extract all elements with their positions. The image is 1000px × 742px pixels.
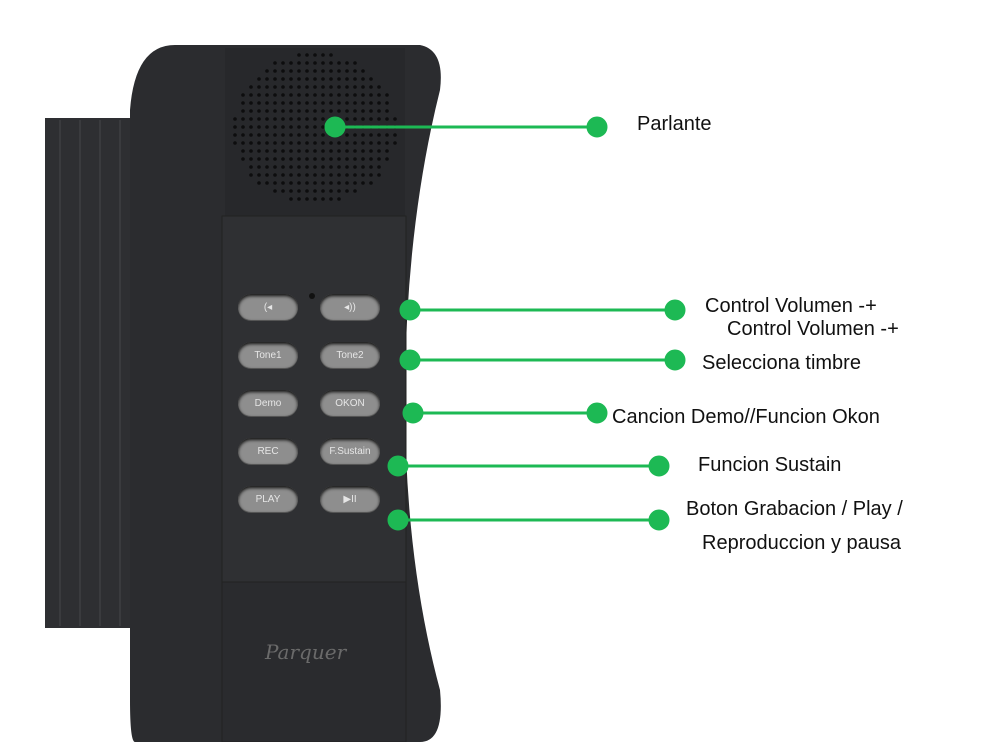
label-parlante: Parlante (637, 113, 712, 135)
label-volumen-2: Control Volumen -+ (727, 318, 899, 340)
label-sustain: Funcion Sustain (698, 454, 842, 476)
label-volumen: Control Volumen -+ (705, 295, 877, 317)
volume-up-button[interactable]: ◂)) (320, 294, 380, 320)
tone1-button[interactable]: Tone1 (238, 342, 298, 368)
label-demo: Cancion Demo//Funcion Okon (612, 406, 880, 428)
rec-button[interactable]: REC (238, 438, 298, 464)
brand-logo: Parquer (265, 640, 347, 664)
demo-button[interactable]: Demo (238, 390, 298, 416)
volume-down-button[interactable]: (◂ (238, 294, 298, 320)
speaker-grille (233, 53, 397, 201)
label-grabacion: Boton Grabacion / Play / (686, 498, 903, 520)
okon-button[interactable]: OKON (320, 390, 380, 416)
tone2-button[interactable]: Tone2 (320, 342, 380, 368)
play-pause-button[interactable]: ▶II (320, 486, 380, 512)
label-reproduccion: Reproduccion y pausa (702, 532, 902, 554)
play-button[interactable]: PLAY (238, 486, 298, 512)
callout-lines (324, 116, 686, 531)
label-timbre: Selecciona timbre (702, 352, 861, 374)
callout-dot (586, 116, 608, 138)
sustain-button[interactable]: F.Sustain (320, 438, 380, 464)
callout-dot (324, 116, 346, 138)
